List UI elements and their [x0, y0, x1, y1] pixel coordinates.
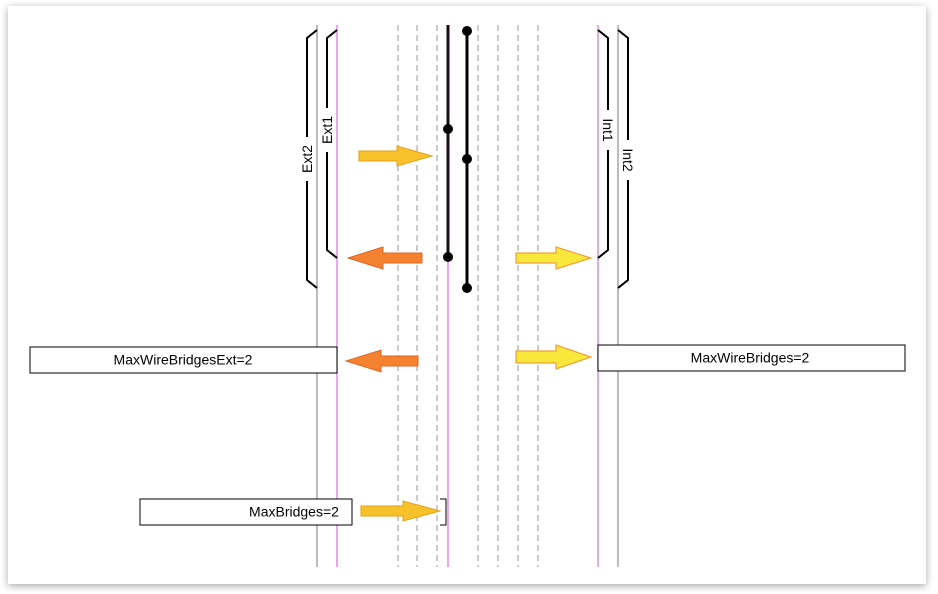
- wire-dot: [462, 26, 472, 36]
- bridge-marker: [440, 498, 447, 526]
- max-bridges-label: MaxBridges=2: [249, 504, 339, 520]
- wire-dot: [462, 283, 472, 293]
- int2-label: Int2: [620, 148, 636, 172]
- track-lines: [397, 25, 539, 567]
- int1-label: Int1: [600, 118, 616, 142]
- max-wire-bridges-label: MaxWireBridges=2: [691, 350, 810, 366]
- arrow-right-gold: [360, 500, 442, 522]
- arrow-left-orange: [346, 246, 423, 270]
- arrow-right-yellow: [515, 246, 594, 270]
- arrow-right-yellow: [515, 344, 593, 370]
- wire-dot: [443, 124, 453, 134]
- max-wire-bridges-ext-label: MaxWireBridgesExt=2: [114, 352, 253, 368]
- ext2-label: Ext2: [299, 145, 315, 173]
- wire-dot: [462, 154, 472, 164]
- max-wire-bridges-ext-box: [29, 346, 338, 374]
- max-bridges-box: [139, 498, 353, 526]
- arrow-right-gold: [358, 145, 434, 167]
- ext1-label: Ext1: [319, 116, 335, 144]
- wire-dot: [443, 252, 453, 262]
- max-wire-bridges-box: [597, 344, 906, 372]
- arrow-left-orange: [344, 349, 419, 373]
